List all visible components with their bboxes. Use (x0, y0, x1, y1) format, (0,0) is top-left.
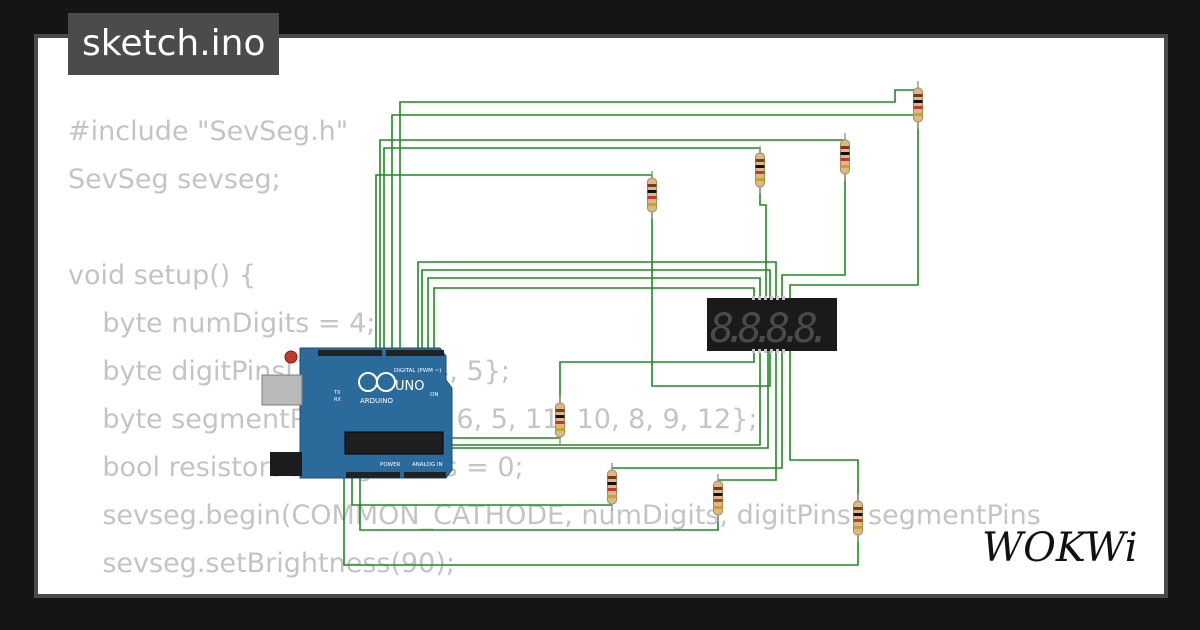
code-line: SevSeg sevseg; (68, 164, 281, 195)
atmega-chip (344, 431, 444, 455)
wire (343, 470, 859, 566)
display-pin (752, 296, 755, 300)
wokwi-logo-text: WOKWi (982, 525, 1138, 570)
display-pin (764, 296, 767, 300)
code-line: #include "SevSeg.h" (68, 116, 349, 147)
wire (359, 470, 719, 531)
code-line: sevseg.setBrightness(90); (68, 548, 455, 579)
wire (444, 350, 761, 446)
arduino-logo-icon (376, 372, 396, 392)
display-pin (752, 349, 755, 353)
resistor[interactable] (754, 145, 766, 195)
display-pin (776, 296, 779, 300)
display-pin (770, 296, 773, 300)
resistor[interactable] (912, 80, 924, 130)
resistor[interactable] (646, 170, 658, 220)
wire (611, 350, 783, 475)
board-model: UNO (395, 379, 424, 394)
wire (759, 188, 767, 300)
diagram-canvas: #include "SevSeg.h" SevSeg sevseg; void se… (38, 38, 1164, 594)
header-pins (346, 472, 400, 478)
wire (427, 277, 761, 352)
header-pins (318, 350, 382, 356)
display-pin (758, 296, 761, 300)
resistor[interactable] (554, 395, 566, 445)
wire (559, 350, 755, 405)
display-pin (776, 349, 779, 353)
wokwi-logo: WOKWi (982, 525, 1138, 570)
analog-label: ANALOG IN (412, 462, 443, 468)
resistor[interactable] (852, 493, 864, 543)
wire (444, 350, 769, 449)
wire (651, 208, 771, 387)
wire (444, 432, 561, 439)
code-line: byte numDigits = 4; (68, 308, 376, 339)
wires (343, 89, 919, 566)
resistor[interactable] (606, 462, 618, 512)
file-tab-title[interactable]: sketch.ino (68, 13, 280, 75)
wire (399, 89, 919, 352)
wire (421, 269, 771, 352)
header-pins (404, 472, 446, 478)
reset-button[interactable] (284, 350, 298, 364)
display-pin (764, 349, 767, 353)
seven-segment-display[interactable]: 8.8.8.8. (707, 296, 837, 353)
digital-label: DIGITAL (PWM ~) (394, 368, 441, 374)
arduino-uno-board[interactable]: UNO ARDUINO DIGITAL (PWM ~) POWER ANALOG… (261, 347, 453, 479)
display-pin (770, 349, 773, 353)
power-jack (270, 452, 302, 476)
board-brand: ARDUINO (360, 397, 393, 405)
wire (391, 114, 918, 352)
wire (433, 287, 755, 352)
on-label: ON (430, 392, 438, 398)
wire (781, 170, 846, 300)
power-label: POWER (380, 462, 401, 468)
header-pins (386, 350, 444, 356)
display-pin (782, 349, 785, 353)
display-pin (758, 349, 761, 353)
usb-port (261, 374, 303, 406)
wire (789, 350, 859, 505)
wire (383, 147, 761, 352)
rx-label: RX (334, 397, 341, 403)
display-digits: 8.8.8.8. (710, 306, 832, 352)
display-pin (782, 296, 785, 300)
code-line: void setup() { (68, 260, 257, 291)
resistor[interactable] (712, 473, 724, 523)
wire (417, 261, 777, 352)
tx-label: TX (333, 390, 341, 396)
